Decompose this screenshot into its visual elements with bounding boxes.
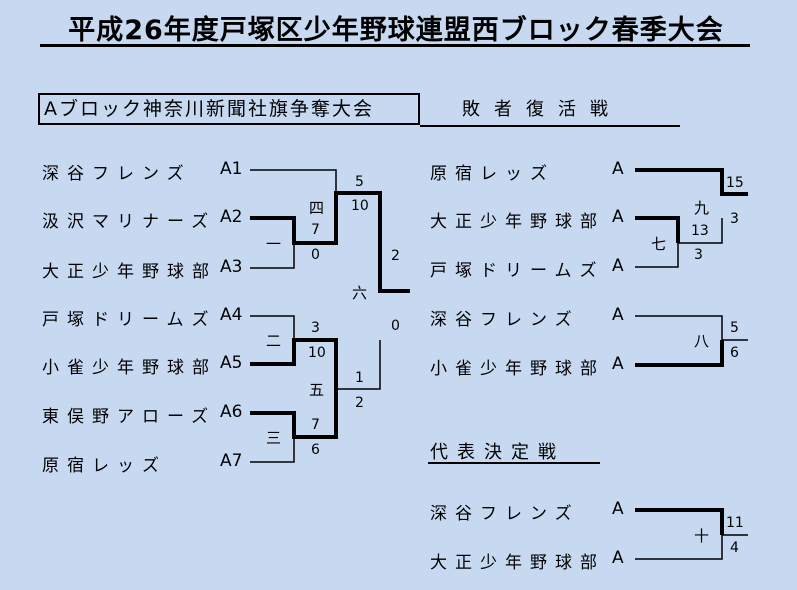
game-label: 七 [651, 235, 667, 253]
team-code: A [612, 548, 624, 568]
team-name: 原宿レッズ [430, 164, 555, 184]
game-score: 6 [730, 345, 739, 361]
team-code: A7 [220, 451, 243, 471]
line-a4 [250, 315, 295, 340]
line-a7 [250, 437, 295, 463]
team-code: A [612, 256, 624, 276]
team-code: A3 [220, 257, 243, 277]
game-score: 0 [311, 247, 320, 263]
team-code: A6 [220, 402, 243, 422]
team-name: 深谷フレンズ [42, 164, 192, 184]
team-name: 深谷フレンズ [430, 504, 580, 524]
game-label: 六 [352, 284, 368, 302]
team-code: A [612, 159, 624, 179]
game-score: 6 [311, 442, 320, 458]
game-score: 15 [726, 175, 744, 191]
game-score: 10 [351, 198, 369, 214]
line-r3 [635, 243, 679, 268]
line-a6-winner [250, 389, 338, 439]
game-label: 十 [694, 527, 710, 545]
page-title: 平成26年度戸塚区少年野球連盟西ブロック春季大会 [68, 15, 724, 46]
line-g7-to-g9 [678, 218, 723, 244]
line-g5-loser [336, 340, 381, 390]
game-score: 2 [355, 395, 364, 411]
line-a5-winner [250, 338, 338, 389]
line-r1-winner [635, 168, 748, 196]
game-label: 三 [266, 429, 282, 447]
title-underline [40, 44, 750, 47]
game-label: 九 [694, 199, 710, 217]
game-score: 13 [691, 223, 709, 239]
game-score: 5 [730, 320, 739, 336]
team-code: A [612, 354, 624, 374]
game-label: 一 [266, 235, 282, 253]
game-score: 0 [391, 318, 400, 334]
team-code: A4 [220, 305, 243, 325]
team-name: 戸塚ドリームズ [42, 310, 217, 330]
team-code: A5 [220, 353, 243, 373]
team-name: 小雀少年野球部 [42, 358, 217, 378]
game-score: 10 [308, 345, 326, 361]
team-code: A [612, 499, 624, 519]
team-name: 東俣野アローズ [42, 407, 217, 427]
line-r5-winner [635, 340, 724, 367]
game-score: 7 [311, 222, 320, 238]
team-name: 小雀少年野球部 [430, 359, 605, 379]
line-a1 [250, 169, 337, 193]
game-score: 5 [355, 174, 364, 190]
team-name: 戸塚ドリームズ [430, 261, 605, 281]
line-r2-winner [635, 216, 680, 243]
game-score: 2 [391, 248, 400, 264]
game-label: 五 [309, 381, 325, 399]
team-name: 深谷フレンズ [430, 310, 580, 330]
team-code: A2 [220, 207, 243, 227]
team-name: 大正少年野球部 [430, 212, 605, 232]
team-name: 大正少年野球部 [42, 262, 217, 282]
team-code: A1 [220, 159, 243, 179]
game-score: 4 [730, 540, 739, 556]
line-f1-winner [635, 508, 724, 535]
line-a3 [250, 243, 295, 269]
game-score: 3 [694, 247, 703, 263]
line-r4 [635, 315, 748, 341]
game-score: 11 [726, 515, 744, 531]
game-score: 3 [311, 320, 320, 336]
game-label: 八 [694, 332, 710, 350]
team-name: 汲沢マリナーズ [42, 212, 217, 232]
game-label: 四 [309, 199, 325, 217]
final-title: 代表決定戦 [430, 442, 565, 463]
block-title: Aブロック神奈川新聞社旗争奪大会 [38, 93, 420, 125]
final-underline [428, 462, 600, 464]
repechage-title: 敗者復活戦 [462, 99, 622, 120]
game-label: 二 [266, 332, 282, 350]
team-code: A [612, 305, 624, 325]
line-a2-winner [250, 191, 410, 293]
game-score: 7 [311, 417, 320, 433]
game-score: 3 [730, 211, 739, 227]
team-name: 大正少年野球部 [430, 553, 605, 573]
block-underline [420, 125, 680, 127]
game-score: 1 [355, 370, 364, 386]
line-f2 [635, 534, 748, 560]
team-name: 原宿レッズ [42, 456, 167, 476]
team-code: A [612, 207, 624, 227]
